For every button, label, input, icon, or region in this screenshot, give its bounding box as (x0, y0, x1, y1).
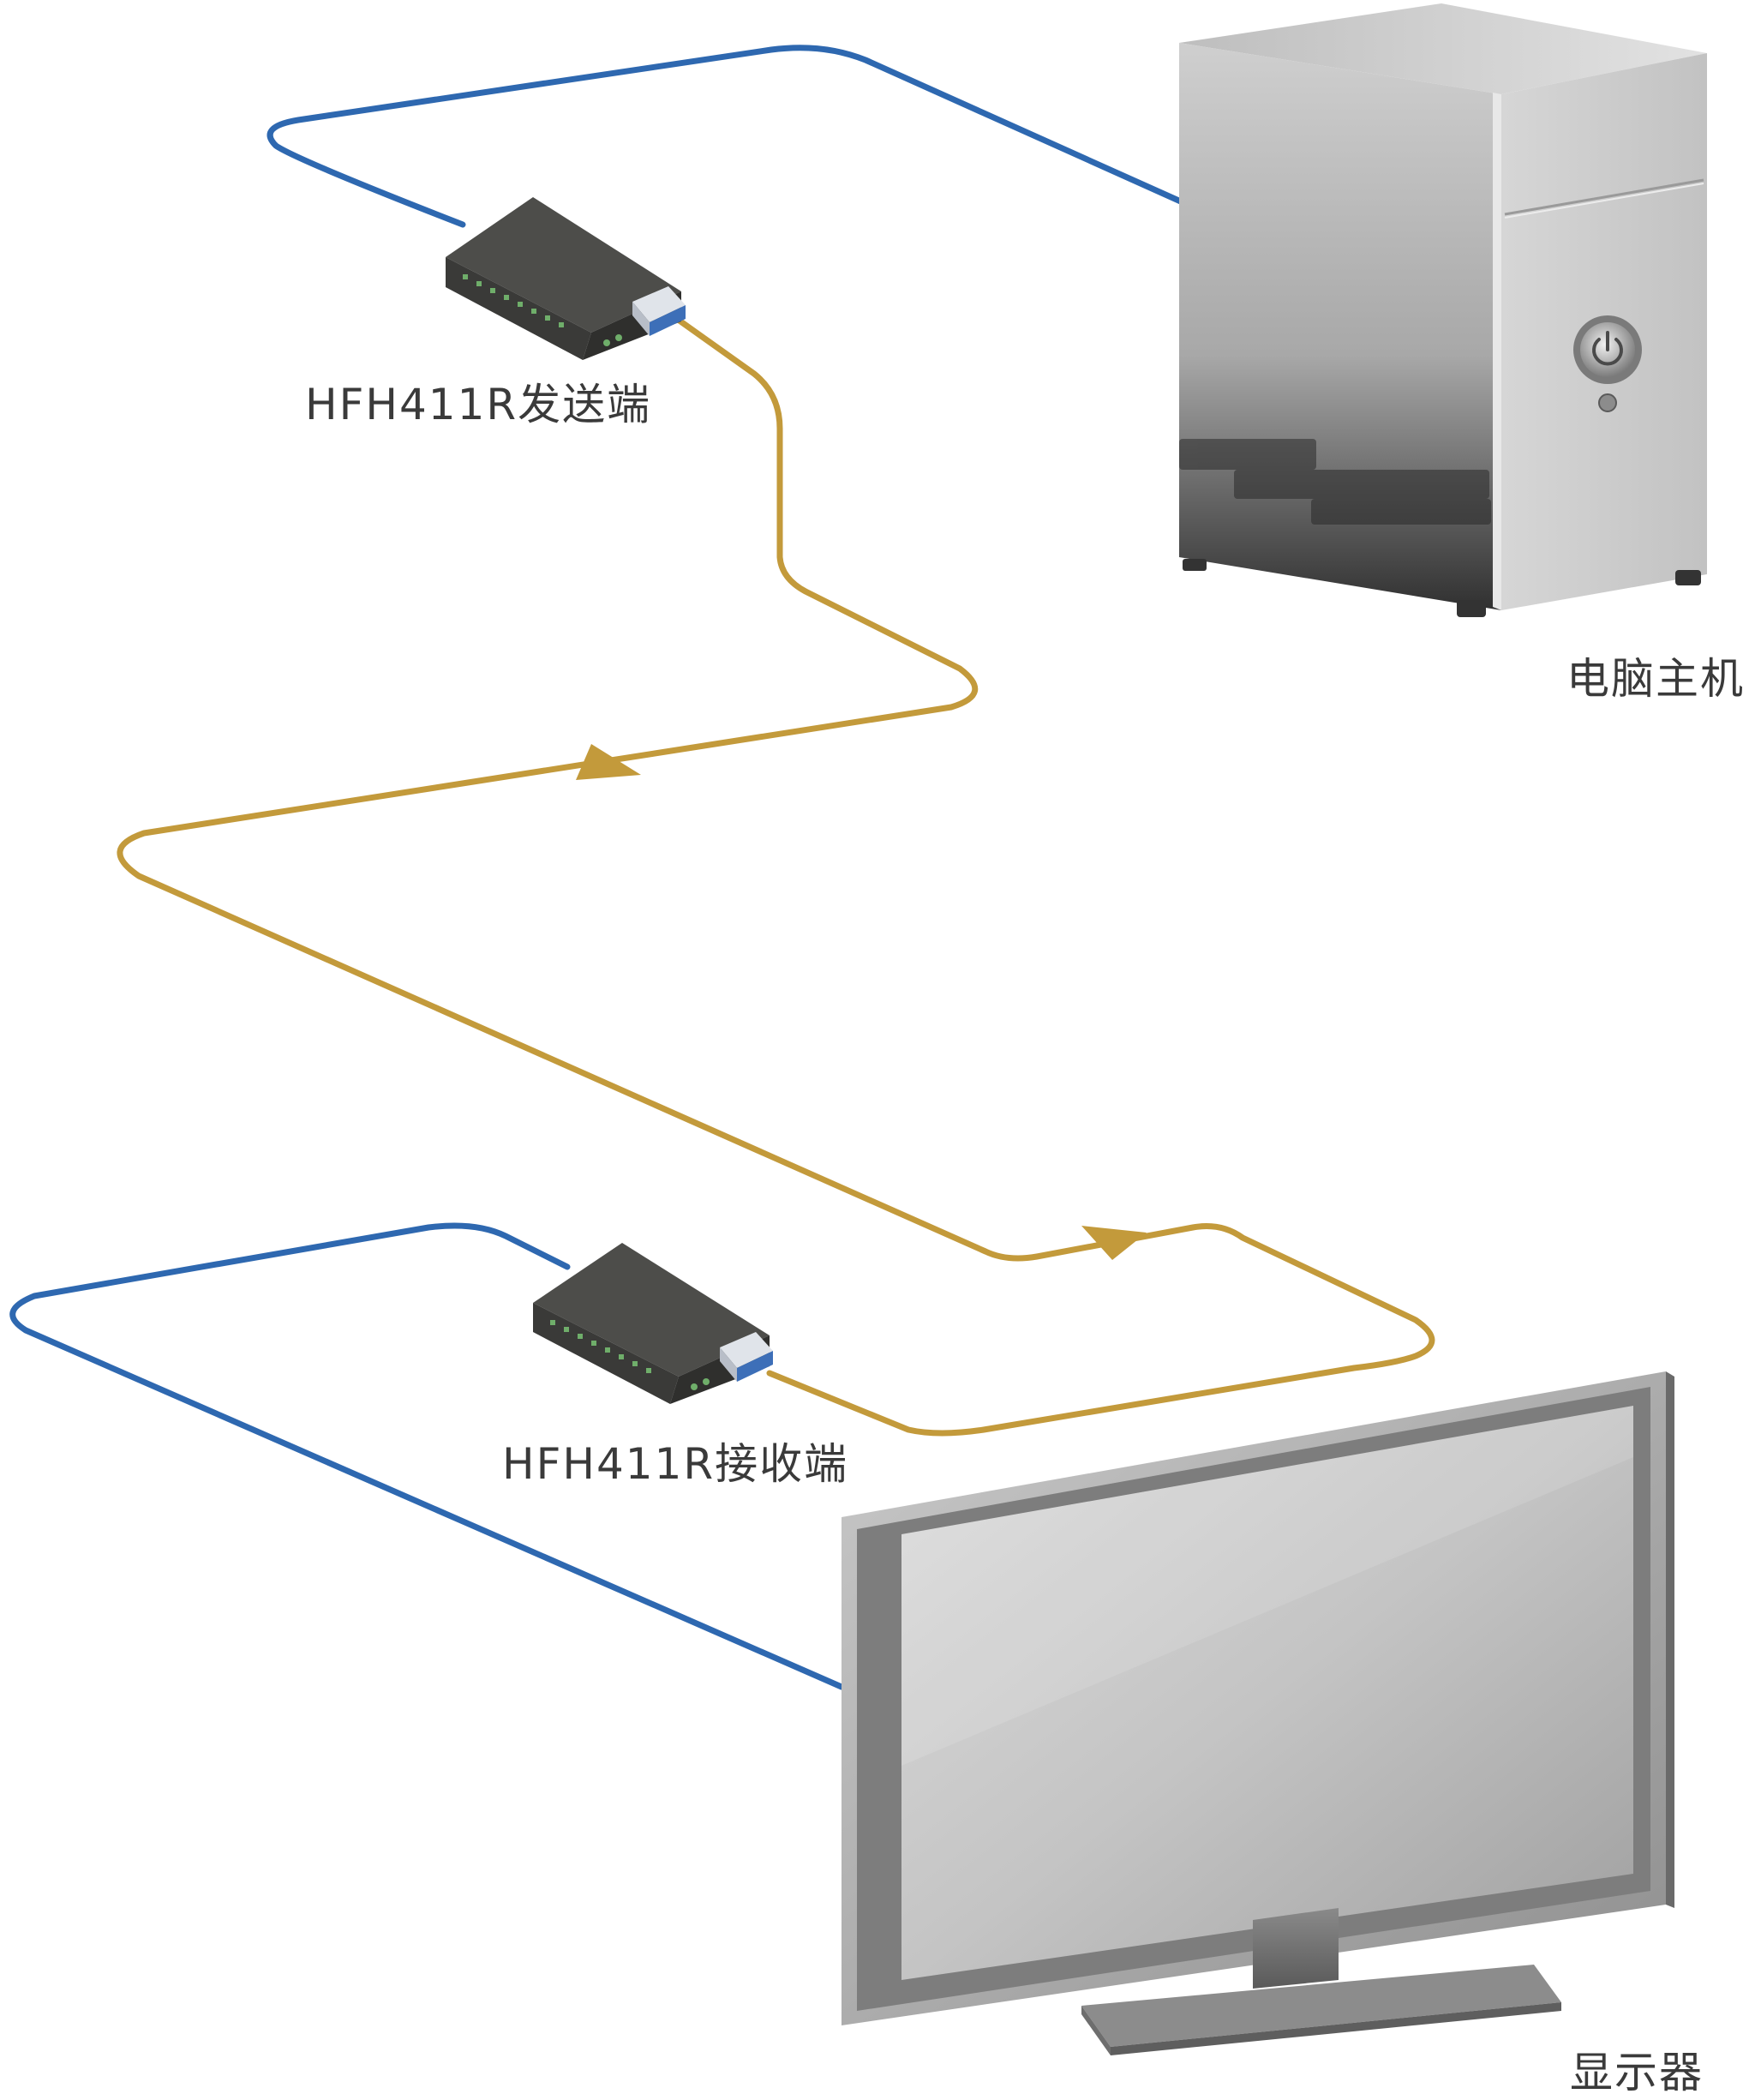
monitor-label: 显示器 (1570, 2048, 1704, 2097)
arrow-icon (1081, 1226, 1147, 1260)
transmitter-label: HFH411R发送端 (305, 380, 652, 429)
receiver-label: HFH411R接收端 (502, 1439, 849, 1489)
media-converter-icon (533, 1243, 773, 1404)
power-button-icon (1573, 315, 1642, 412)
fiber-cable (117, 315, 1435, 1437)
copper-cable-top (267, 45, 1186, 228)
copper-cable-bottom (9, 1222, 845, 1690)
computer-label: 电脑主机 (1566, 654, 1745, 704)
monitor-icon (842, 1371, 1674, 2055)
arrow-icon (576, 744, 641, 780)
pc-tower-icon (1179, 3, 1707, 617)
media-converter-icon (446, 197, 686, 360)
